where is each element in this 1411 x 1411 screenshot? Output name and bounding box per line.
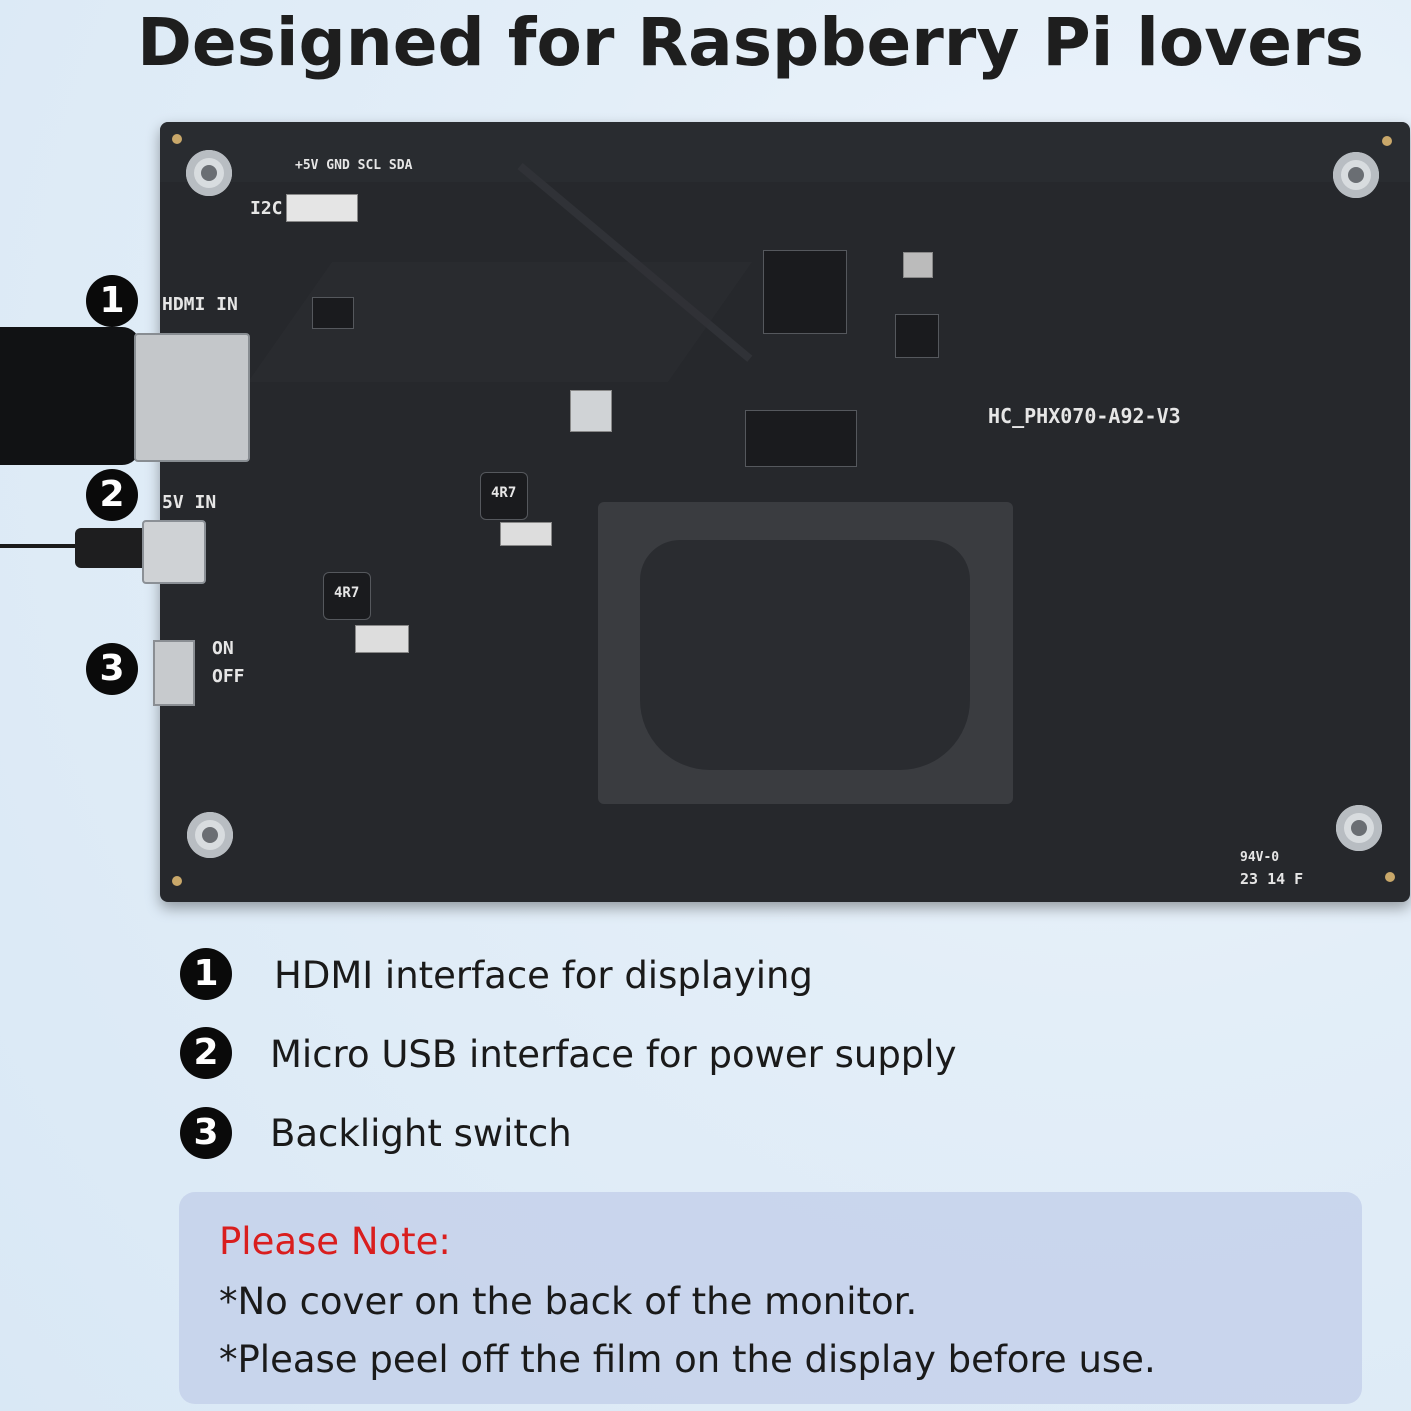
micro-usb-port[interactable] <box>142 520 206 584</box>
rating-label: 94V-0 <box>1240 850 1280 865</box>
feature-text-3: Backlight switch <box>270 1112 572 1155</box>
main-chip <box>763 250 847 334</box>
note-line-1: *No cover on the back of the monitor. <box>219 1280 918 1323</box>
callout-badge-3: 3 <box>86 643 138 695</box>
i2c-label: I2C <box>250 198 283 219</box>
mount-hole-icon <box>186 150 232 196</box>
diode <box>355 625 409 653</box>
pin-labels: +5V GND SCL SDA <box>295 158 413 173</box>
usb-cable <box>0 544 80 548</box>
small-chip <box>895 314 939 358</box>
inductor: 4R7 <box>480 472 528 520</box>
regulator <box>570 390 612 432</box>
feature-text-2: Micro USB interface for power supply <box>270 1033 957 1076</box>
driver-chip <box>745 410 857 467</box>
feature-badge-1: 1 <box>180 948 232 1000</box>
hdmi-plug <box>0 327 140 465</box>
switch-off-label: OFF <box>212 666 245 687</box>
i2c-header <box>286 194 358 222</box>
mount-hole-icon <box>1333 152 1379 198</box>
callout-badge-2: 2 <box>86 469 138 521</box>
feature-text-1: HDMI interface for displaying <box>274 954 813 997</box>
mount-hole-icon <box>1336 805 1382 851</box>
crystal <box>903 252 933 278</box>
date-code-label: 23 14 F <box>1240 870 1304 888</box>
diode <box>500 522 552 546</box>
note-line-2: *Please peel off the film on the display… <box>219 1338 1156 1381</box>
page-title: Designed for Raspberry Pi lovers <box>137 4 1364 81</box>
inductor: 4R7 <box>323 572 371 620</box>
callout-badge-1: 1 <box>86 275 138 327</box>
hdmi-label: HDMI IN <box>162 294 238 315</box>
model-label: HC_PHX070-A92-V3 <box>988 404 1181 428</box>
usb-plug <box>75 528 150 568</box>
note-title: Please Note: <box>219 1220 451 1263</box>
feature-badge-3: 3 <box>180 1107 232 1159</box>
mount-hole-icon <box>187 812 233 858</box>
switch-on-label: ON <box>212 638 234 659</box>
protective-film-fold <box>640 540 970 770</box>
hdmi-port[interactable] <box>134 333 250 462</box>
small-chip <box>312 297 354 329</box>
backlight-switch[interactable] <box>153 640 195 706</box>
feature-badge-2: 2 <box>180 1027 232 1079</box>
power-label: 5V IN <box>162 492 217 513</box>
note-box <box>179 1192 1362 1404</box>
